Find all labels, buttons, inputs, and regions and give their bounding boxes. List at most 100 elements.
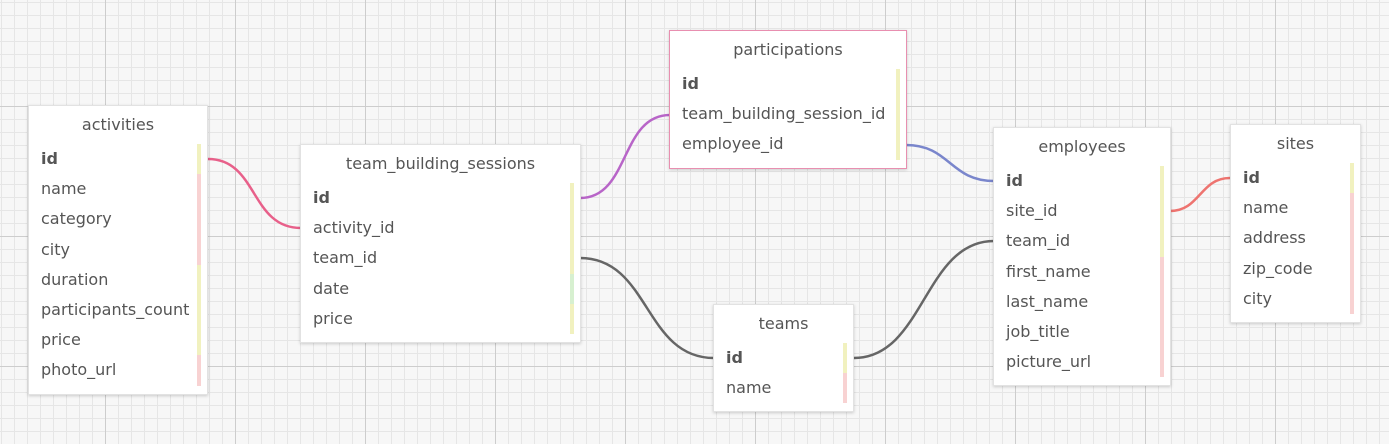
- table-title[interactable]: activities: [81, 115, 155, 134]
- field-price[interactable]: price: [29, 325, 207, 356]
- field-name: date: [313, 278, 350, 298]
- field-picture-url[interactable]: picture_url: [994, 347, 1170, 378]
- field-zip-code[interactable]: zip_code: [1231, 253, 1360, 284]
- field-name[interactable]: name: [1231, 193, 1360, 224]
- field-type-bar: [197, 234, 201, 265]
- field-photo-url[interactable]: photo_url: [29, 355, 207, 386]
- field-type-bar: [1350, 253, 1354, 284]
- field-type-bar: [570, 303, 574, 334]
- field-category[interactable]: category: [29, 204, 207, 235]
- field-type-bar: [1160, 196, 1164, 227]
- field-type-bar: [1160, 256, 1164, 287]
- field-type-bar: [197, 144, 201, 175]
- field-site-id[interactable]: site_id: [994, 196, 1170, 227]
- field-id[interactable]: id: [670, 69, 906, 100]
- field-participants-count[interactable]: participants_count: [29, 294, 207, 326]
- field-name: photo_url: [41, 360, 117, 380]
- field-list: id site_id team_id first_name last_name job_t…: [994, 166, 1170, 385]
- field-last-name[interactable]: last_name: [994, 286, 1170, 317]
- table-footer: [714, 403, 853, 411]
- field-team-id[interactable]: team_id: [994, 226, 1170, 257]
- field-id[interactable]: id: [714, 343, 853, 374]
- field-id[interactable]: id: [1231, 163, 1360, 194]
- link-teams-employees: [853, 239, 995, 360]
- table-title[interactable]: employees: [1038, 137, 1126, 156]
- field-name: id: [682, 74, 699, 93]
- field-type-bar: [197, 174, 201, 205]
- field-name[interactable]: name: [29, 174, 207, 205]
- field-job-title[interactable]: job_title: [994, 316, 1170, 348]
- field-name: team_building_session_id: [682, 104, 886, 124]
- field-address[interactable]: address: [1231, 223, 1360, 254]
- field-type-bar: [843, 373, 847, 404]
- field-name: id: [41, 149, 58, 168]
- field-list: id team_building_session_id employee_id: [670, 69, 906, 168]
- link-sessions-teams: [579, 256, 715, 360]
- field-name: price: [313, 308, 353, 328]
- field-name: team_id: [313, 248, 378, 268]
- field-name: first_name: [1006, 261, 1091, 281]
- field-team-id[interactable]: team_id: [301, 243, 580, 274]
- field-price[interactable]: price: [301, 303, 580, 334]
- field-name: zip_code: [1243, 258, 1313, 278]
- field-type-bar: [1160, 347, 1164, 378]
- field-first-name[interactable]: first_name: [994, 256, 1170, 287]
- field-type-bar: [896, 69, 900, 100]
- field-type-bar: [197, 294, 201, 326]
- field-id[interactable]: id: [301, 183, 580, 214]
- field-name: price: [41, 330, 81, 350]
- table-footer: [1231, 314, 1360, 322]
- field-name: job_title: [1006, 321, 1070, 341]
- table-title[interactable]: team_building_sessions: [345, 154, 536, 173]
- field-name: site_id: [1006, 201, 1058, 221]
- field-employee-id[interactable]: employee_id: [670, 129, 906, 160]
- field-id[interactable]: id: [29, 144, 207, 175]
- field-date[interactable]: date: [301, 273, 580, 304]
- table-participations[interactable]: participations id team_building_session_i…: [669, 30, 907, 169]
- field-city[interactable]: city: [1231, 283, 1360, 314]
- field-type-bar: [1160, 286, 1164, 317]
- table-footer: [301, 334, 580, 342]
- field-type-bar: [570, 243, 574, 274]
- field-name: duration: [41, 269, 109, 289]
- field-name: employee_id: [682, 134, 784, 154]
- field-name: id: [1243, 168, 1260, 187]
- field-name: picture_url: [1006, 352, 1092, 372]
- field-name: city: [1243, 288, 1272, 308]
- field-type-bar: [1350, 283, 1354, 314]
- link-participations-employees: [905, 143, 995, 183]
- field-activity-id[interactable]: activity_id: [301, 213, 580, 244]
- table-activities[interactable]: activities id name category city duration par…: [28, 105, 208, 395]
- field-type-bar: [843, 343, 847, 374]
- field-duration[interactable]: duration: [29, 264, 207, 295]
- table-footer: [670, 160, 906, 168]
- field-type-bar: [1160, 316, 1164, 348]
- field-type-bar: [896, 99, 900, 130]
- table-title[interactable]: teams: [758, 314, 809, 333]
- field-type-bar: [1350, 193, 1354, 224]
- field-type-bar: [197, 264, 201, 295]
- table-teams[interactable]: teams id name: [713, 304, 854, 413]
- table-title[interactable]: participations: [733, 40, 843, 59]
- link-employees-sites: [1169, 176, 1231, 213]
- table-title[interactable]: sites: [1276, 134, 1315, 153]
- field-type-bar: [570, 273, 574, 304]
- field-type-bar: [1160, 166, 1164, 197]
- field-name: id: [313, 188, 330, 207]
- field-id[interactable]: id: [994, 166, 1170, 197]
- field-team-building-session-id[interactable]: team_building_session_id: [670, 99, 906, 130]
- link-activities-sessions: [207, 157, 302, 230]
- field-name[interactable]: name: [714, 373, 853, 404]
- field-name: activity_id: [313, 218, 395, 238]
- field-name: participants_count: [41, 299, 190, 319]
- field-name: category: [41, 209, 112, 229]
- field-name: id: [726, 348, 743, 367]
- field-city[interactable]: city: [29, 234, 207, 265]
- field-name: name: [41, 179, 87, 199]
- field-list: id name: [714, 343, 853, 411]
- table-footer: [29, 386, 207, 394]
